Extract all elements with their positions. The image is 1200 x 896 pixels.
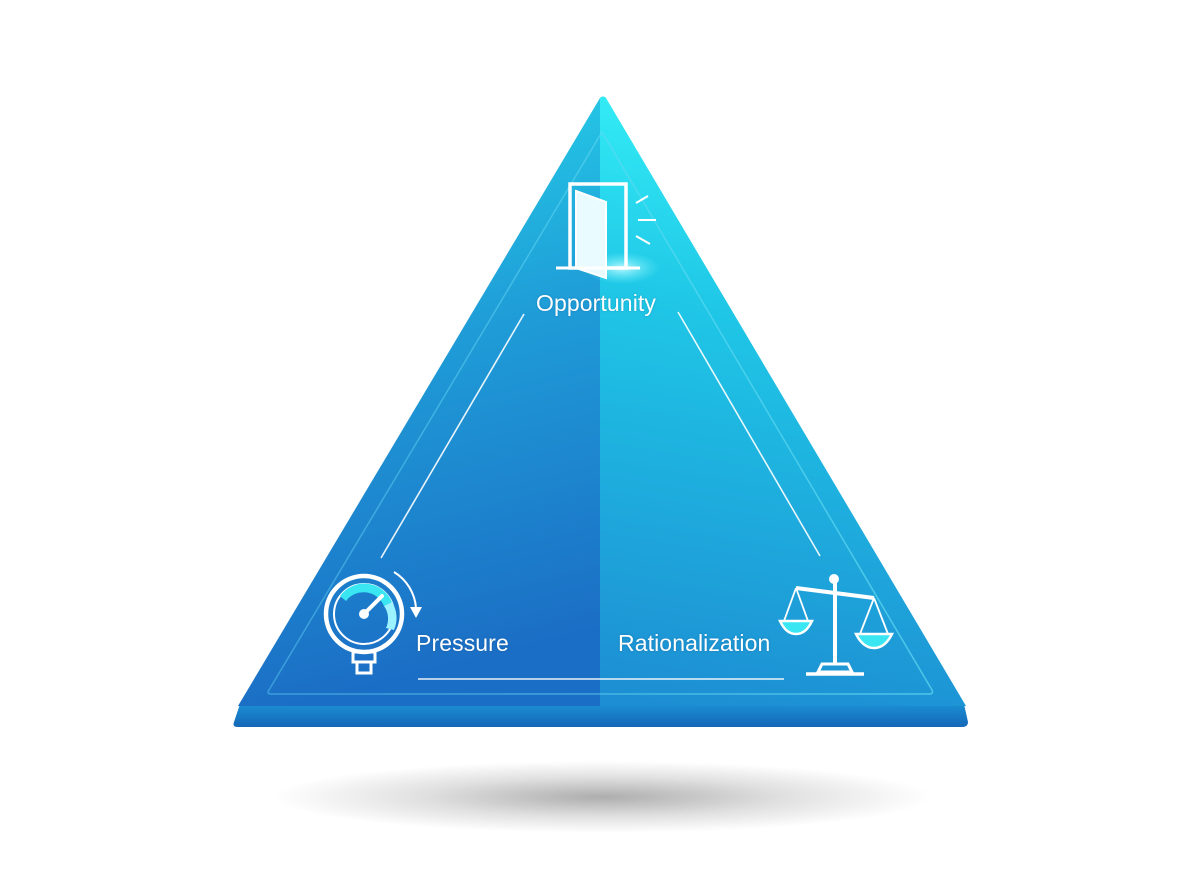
connector-opportunity-pressure: [380, 313, 525, 559]
triangle-inner-rim: [267, 130, 934, 695]
connector-opportunity-rationalization: [677, 311, 821, 557]
vertex-label-rationalization: Rationalization: [618, 630, 771, 656]
triangle-base: [233, 704, 968, 727]
vertex-label-opportunity: Opportunity: [536, 290, 656, 316]
triangle-left-face: [238, 96, 606, 706]
open-door-icon: [556, 182, 660, 284]
floor-shadow: [272, 761, 932, 833]
vertex-label-pressure: Pressure: [416, 630, 509, 656]
triangle-right-face: [600, 96, 966, 706]
balance-scale-icon: [778, 574, 895, 676]
pressure-gauge-icon: [323, 571, 422, 675]
